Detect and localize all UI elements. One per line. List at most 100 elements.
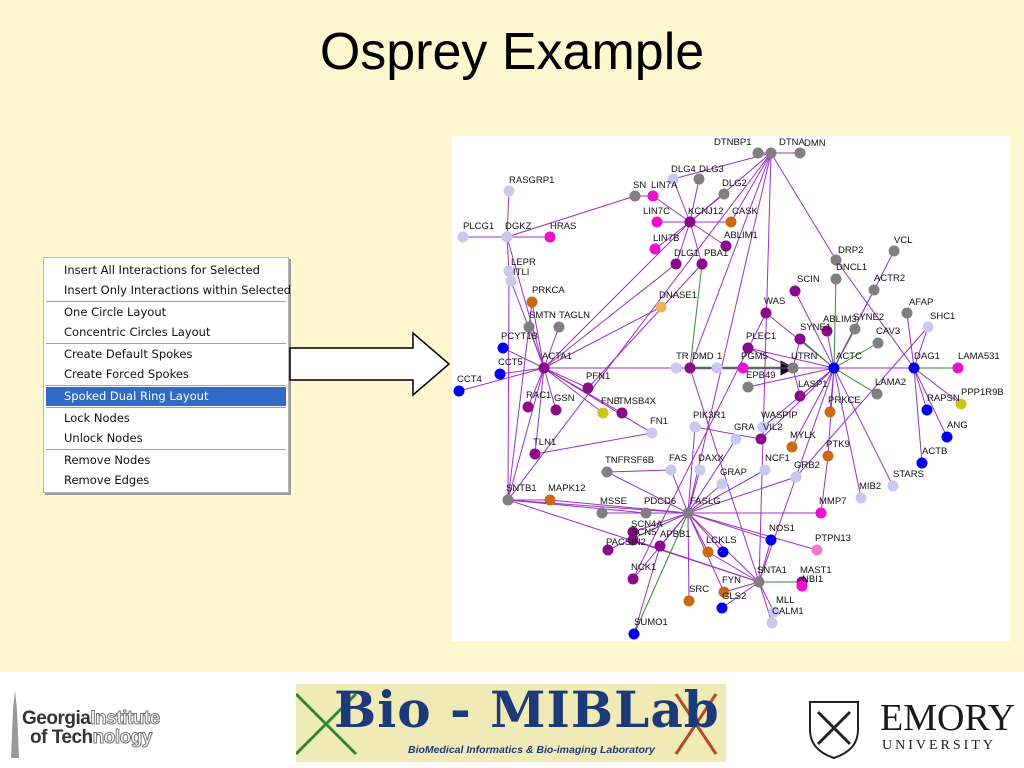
node-calm1[interactable]	[766, 617, 778, 629]
edge-snta1-grb2[interactable]	[758, 476, 798, 583]
edge-acta1-pfn1[interactable]	[543, 367, 589, 389]
node-syne1[interactable]	[794, 333, 806, 345]
node-lama531[interactable]	[952, 362, 964, 374]
node-cct5[interactable]	[494, 368, 506, 380]
edge-faslg-ncf1[interactable]	[687, 469, 766, 514]
edge-dtna-faslg[interactable]	[686, 152, 772, 514]
node-gra[interactable]	[730, 433, 742, 445]
edge-acta1-dnase1[interactable]	[543, 306, 662, 369]
menu-item-remove-nodes[interactable]: Remove Nodes	[64, 453, 151, 467]
node-tln1[interactable]	[529, 448, 541, 460]
node-dlg1[interactable]	[670, 258, 682, 270]
edge-faslg-fas[interactable]	[670, 469, 689, 514]
node-prkce[interactable]	[824, 406, 836, 418]
node-lin7b[interactable]	[649, 243, 661, 255]
edge-faslg-daxx[interactable]	[687, 469, 702, 514]
edge-dgkz-acta1[interactable]	[506, 236, 546, 369]
edge-faslg-ptpn13[interactable]	[687, 512, 818, 552]
node-ptk9[interactable]	[822, 450, 834, 462]
edge-tln1-fn1[interactable]	[534, 430, 653, 455]
edge-faslg-grap[interactable]	[687, 483, 723, 514]
edge-tnfrsf6b-fas[interactable]	[606, 467, 672, 474]
edge-snta1-fyn[interactable]	[723, 581, 760, 594]
edge-kcnj12-ablim1[interactable]	[689, 221, 727, 247]
node-cask[interactable]	[725, 216, 737, 228]
menu-item-insert-only-interactions[interactable]: Insert Only Interactions within Selected	[64, 283, 292, 297]
node-epb49[interactable]	[742, 381, 754, 393]
node-ptpn13[interactable]	[811, 544, 823, 556]
node-mll[interactable]	[768, 606, 780, 618]
edge-actc-plec1[interactable]	[747, 346, 835, 369]
node-scn4a[interactable]	[627, 526, 639, 538]
edge-sntb1-prkca[interactable]	[507, 301, 535, 501]
node-mylk[interactable]	[786, 441, 798, 453]
edge-lin7a-kcnj12[interactable]	[652, 195, 691, 223]
edge-faslg-grb2[interactable]	[687, 475, 797, 514]
node-fyn[interactable]	[718, 586, 730, 598]
menu-item-unlock-nodes[interactable]: Unlock Nodes	[64, 431, 143, 445]
node-cav3[interactable]	[872, 337, 884, 349]
edge-dtna-cask[interactable]	[730, 152, 772, 223]
node-waspip[interactable]	[757, 421, 769, 433]
node-faslg[interactable]	[682, 507, 694, 519]
node-nck1[interactable]	[627, 573, 639, 585]
edge-faslg-gra[interactable]	[687, 438, 737, 514]
edge-actc-ablim3[interactable]	[824, 330, 835, 369]
edge-kcnj12-dlg4[interactable]	[672, 178, 691, 223]
edge-acta1-sntb1[interactable]	[506, 367, 545, 501]
node-lama2[interactable]	[871, 388, 883, 400]
node-dtna[interactable]	[765, 147, 777, 159]
node-gls2[interactable]	[716, 602, 728, 614]
edge-acta1-gsn[interactable]	[543, 367, 558, 411]
edge-acta1-tln1[interactable]	[532, 367, 545, 455]
edge-actc-vil2[interactable]	[760, 367, 835, 440]
node-dgkz[interactable]	[501, 231, 513, 243]
edge-actc-stars[interactable]	[833, 367, 894, 487]
node-lck[interactable]	[702, 546, 714, 558]
menu-item-insert-all-interactions[interactable]: Insert All Interactions for Selected	[64, 263, 260, 277]
node-tnfrsf6b[interactable]	[601, 466, 613, 478]
node-kcnj12[interactable]	[684, 216, 696, 228]
edge-dag1-shc1[interactable]	[913, 326, 930, 369]
edge-utrn-plec1[interactable]	[747, 347, 794, 369]
edge-acta1-fnb[interactable]	[543, 367, 604, 414]
edge-faslg-mapk12[interactable]	[549, 497, 689, 514]
node-lepr[interactable]	[503, 265, 515, 277]
edge-pba1-dmd[interactable]	[687, 263, 703, 369]
node-dmd[interactable]	[684, 362, 696, 374]
edge-sntb1-lepr[interactable]	[505, 270, 512, 501]
edge-acta1-cct4[interactable]	[458, 367, 545, 393]
node-prkca[interactable]	[526, 296, 538, 308]
node-ls[interactable]	[717, 546, 729, 558]
node-mib2[interactable]	[855, 492, 867, 504]
edge-snta1-lck[interactable]	[707, 551, 760, 583]
edge-lin7b-kcnj12[interactable]	[654, 221, 691, 250]
edge-faslg-sntb1[interactable]	[507, 497, 689, 514]
node-dlg2[interactable]	[718, 188, 730, 200]
edge-acta1-tagln[interactable]	[543, 326, 561, 369]
edge-actc-vcl[interactable]	[833, 250, 895, 369]
node-drp2[interactable]	[830, 254, 842, 266]
node-fas[interactable]	[665, 464, 677, 476]
node-dmn[interactable]	[794, 147, 806, 159]
edge-dag1-rapsn[interactable]	[913, 367, 929, 411]
edge-faslg-ls[interactable]	[687, 512, 724, 553]
edge-dgkz-sn[interactable]	[506, 194, 636, 238]
node-src[interactable]	[683, 595, 695, 607]
edge-kcnj12-dlg1[interactable]	[674, 221, 691, 265]
node-pdcd6[interactable]	[640, 507, 652, 519]
edge-dag1-actb[interactable]	[913, 367, 925, 464]
edge-actc-grb2[interactable]	[794, 367, 835, 478]
node-pik3r1[interactable]	[689, 421, 701, 433]
edge-actc-dncl1[interactable]	[832, 278, 839, 369]
node-lasp1[interactable]	[794, 390, 806, 402]
node-plec1[interactable]	[742, 342, 754, 354]
edge-actc-epb49[interactable]	[747, 367, 835, 389]
node-apbb1[interactable]	[654, 540, 666, 552]
node-tmsb4x[interactable]	[616, 407, 628, 419]
node-shc1[interactable]	[922, 321, 934, 333]
node-ang[interactable]	[941, 431, 953, 443]
node-dnase1[interactable]	[655, 301, 667, 313]
edge-faslg-src[interactable]	[685, 512, 692, 602]
